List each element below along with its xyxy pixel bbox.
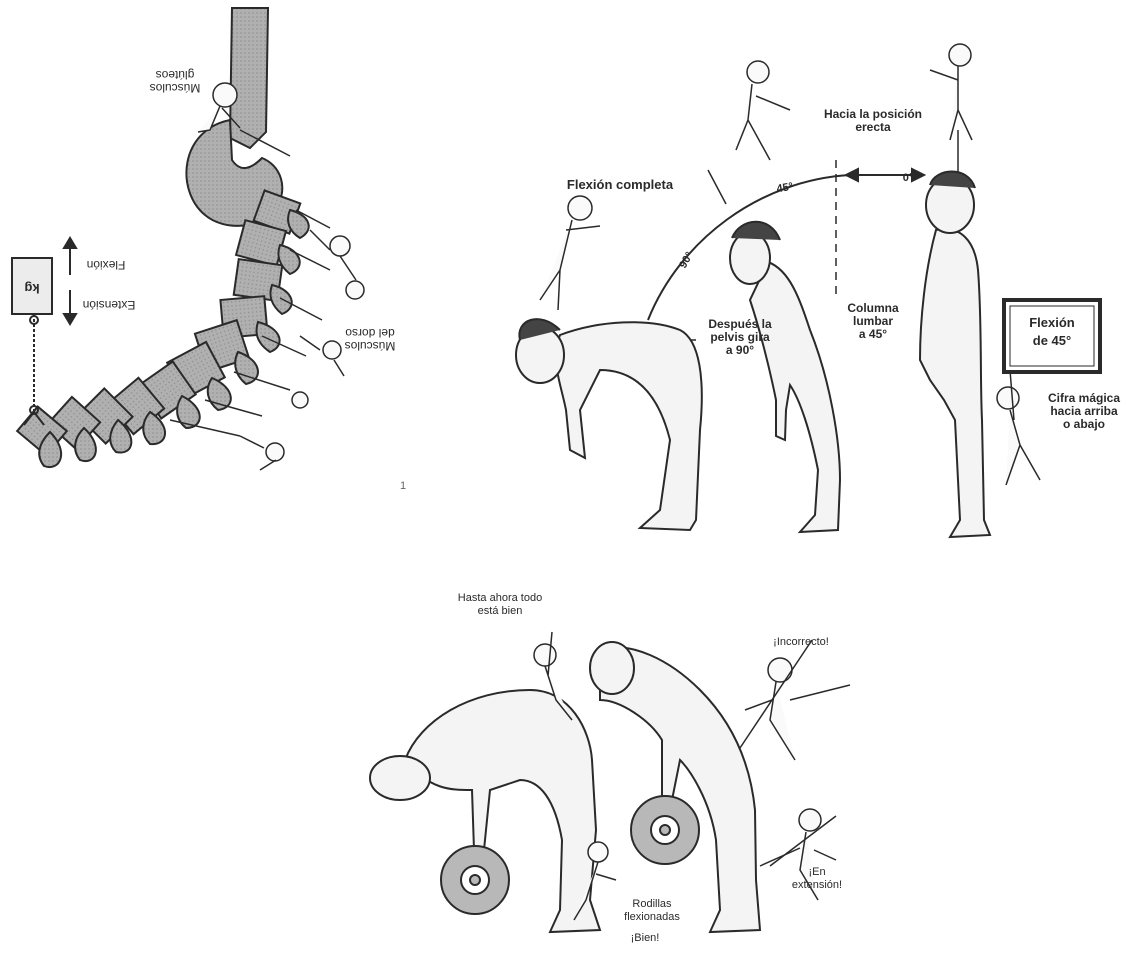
label-rodillas: Rodillas flexionadas — [612, 898, 692, 924]
label-dorso-line2: del dorso — [330, 326, 410, 339]
label-dorso: Músculos del dorso — [330, 326, 410, 352]
label-posicion-erecta: Hacia la posición erecta — [808, 108, 938, 134]
figure-upright — [920, 172, 990, 538]
label-incorrecto: ¡Incorrecto! — [756, 636, 846, 649]
angle-0-label: 0° — [896, 172, 920, 185]
label-cifra-magica: Cifra mágica hacia arriba o abajo — [1032, 392, 1136, 431]
label-cifra-line3: o abajo — [1032, 418, 1136, 431]
label-despues-line3: a 90° — [700, 344, 780, 357]
label-en-extension: ¡En extensión! — [782, 866, 852, 892]
figure-bent-90 — [516, 319, 702, 530]
label-bien: ¡Bien! — [620, 932, 670, 945]
lifting-panel — [370, 632, 850, 932]
label-despues: Después la pelvis gira a 90° — [700, 318, 780, 357]
weight-label: kg — [18, 282, 46, 295]
flexion-box-line2: de 45° — [1014, 332, 1090, 350]
label-hasta-line2: está bien — [440, 605, 560, 618]
label-columna-line3: a 45° — [838, 328, 908, 341]
flexion-box-label: Flexión de 45° — [1014, 314, 1090, 350]
label-gluteos-line1: Músculos — [140, 81, 210, 94]
lifter-good — [370, 690, 600, 932]
label-dorso-line1: Músculos — [330, 339, 410, 352]
lifter-good-head — [370, 756, 430, 800]
label-rodillas-line1: Rodillas — [612, 898, 692, 911]
label-en-extension-line1: ¡En — [782, 866, 852, 879]
label-hasta-line1: Hasta ahora todo — [440, 592, 560, 605]
label-flexion-completa: Flexión completa — [560, 178, 680, 191]
label-hasta-ahora: Hasta ahora todo está bien — [440, 592, 560, 618]
flexion-box-line1: Flexión — [1014, 314, 1090, 332]
label-flexion-arrow: Flexión — [78, 258, 134, 271]
lifter-bad — [590, 642, 760, 932]
label-gluteos-line2: glúteos — [140, 68, 210, 81]
label-columna: Columna lumbar a 45° — [838, 302, 908, 341]
label-extension-arrow: Extensión — [78, 298, 140, 311]
direction-arrows — [64, 238, 76, 324]
label-rodillas-line2: flexionadas — [612, 911, 692, 924]
head-b — [730, 232, 770, 284]
figure-bent-45 — [730, 222, 840, 532]
label-en-extension-line2: extensión! — [782, 879, 852, 892]
label-posicion-line2: erecta — [808, 121, 938, 134]
label-gluteos: Músculos glúteos — [140, 68, 210, 94]
lifter-bad-head — [590, 642, 634, 694]
stray-mark: 1 — [398, 480, 408, 493]
sacrum-bone — [230, 8, 268, 148]
